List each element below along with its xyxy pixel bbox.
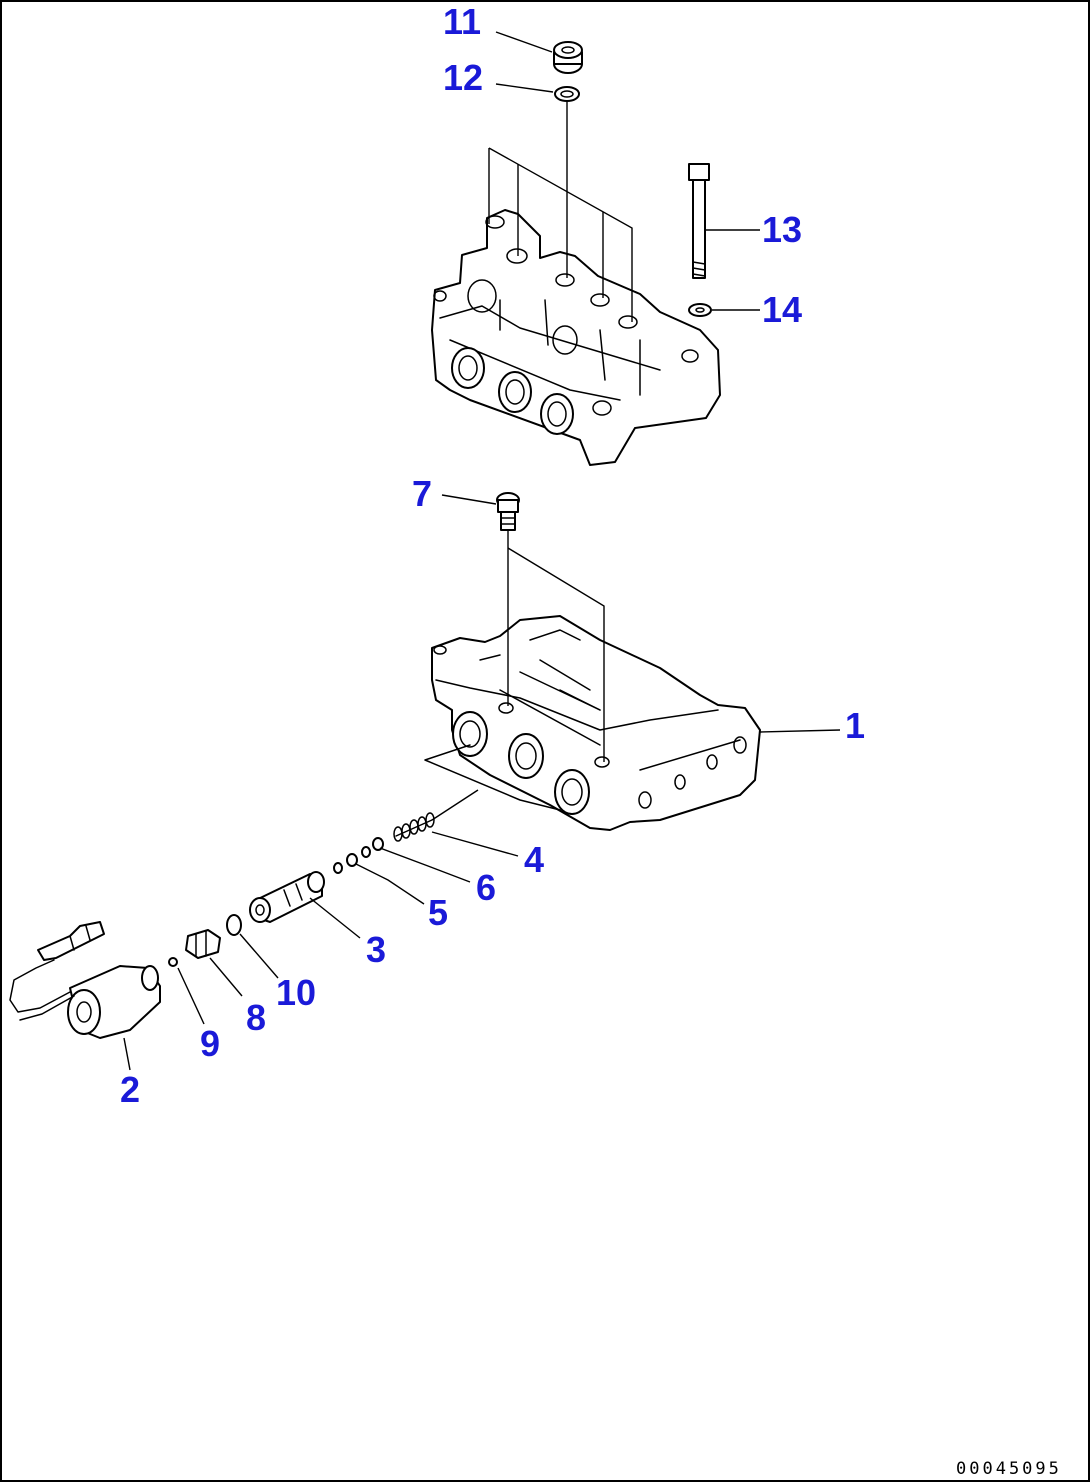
- callout-6: 6: [476, 867, 496, 908]
- callout-5: 5: [428, 892, 448, 933]
- callout-10: 10: [276, 972, 316, 1013]
- callout-14: 14: [762, 289, 802, 330]
- callout-3: 3: [366, 929, 386, 970]
- plug-part-11: [553, 41, 583, 74]
- washer-part-14: [688, 303, 712, 317]
- callout-13: 13: [762, 209, 802, 250]
- spool-part-3: [249, 871, 325, 923]
- ring-part-5: [333, 853, 358, 874]
- solenoid-part-2: [9, 921, 161, 1039]
- callout-4: 4: [524, 839, 544, 880]
- valve-body-part-1: [424, 615, 761, 831]
- callout-11: 11: [443, 1, 481, 42]
- spring-part-4: [393, 812, 435, 842]
- callout-8: 8: [246, 997, 266, 1038]
- document-number: 00045095: [956, 1459, 1062, 1479]
- callout-labels: 11 12 13 14 7 1 4 6 5 3 10 8 9 2: [120, 1, 865, 1110]
- ring-part-6: [361, 837, 384, 858]
- o-ring-part-12: [554, 86, 580, 102]
- nut-part-8: [185, 929, 221, 959]
- upper-valve-cover: [431, 209, 721, 466]
- callout-9: 9: [200, 1023, 220, 1064]
- callout-2: 2: [120, 1069, 140, 1110]
- o-ring-part-10: [226, 914, 242, 936]
- callout-7: 7: [412, 473, 432, 514]
- callout-12: 12: [443, 57, 483, 98]
- leader-lines: [123, 31, 841, 1071]
- ball-part-9: [168, 957, 178, 967]
- bolt-part-13: [688, 163, 710, 279]
- callout-1: 1: [845, 705, 865, 746]
- plug-part-7: [496, 492, 520, 531]
